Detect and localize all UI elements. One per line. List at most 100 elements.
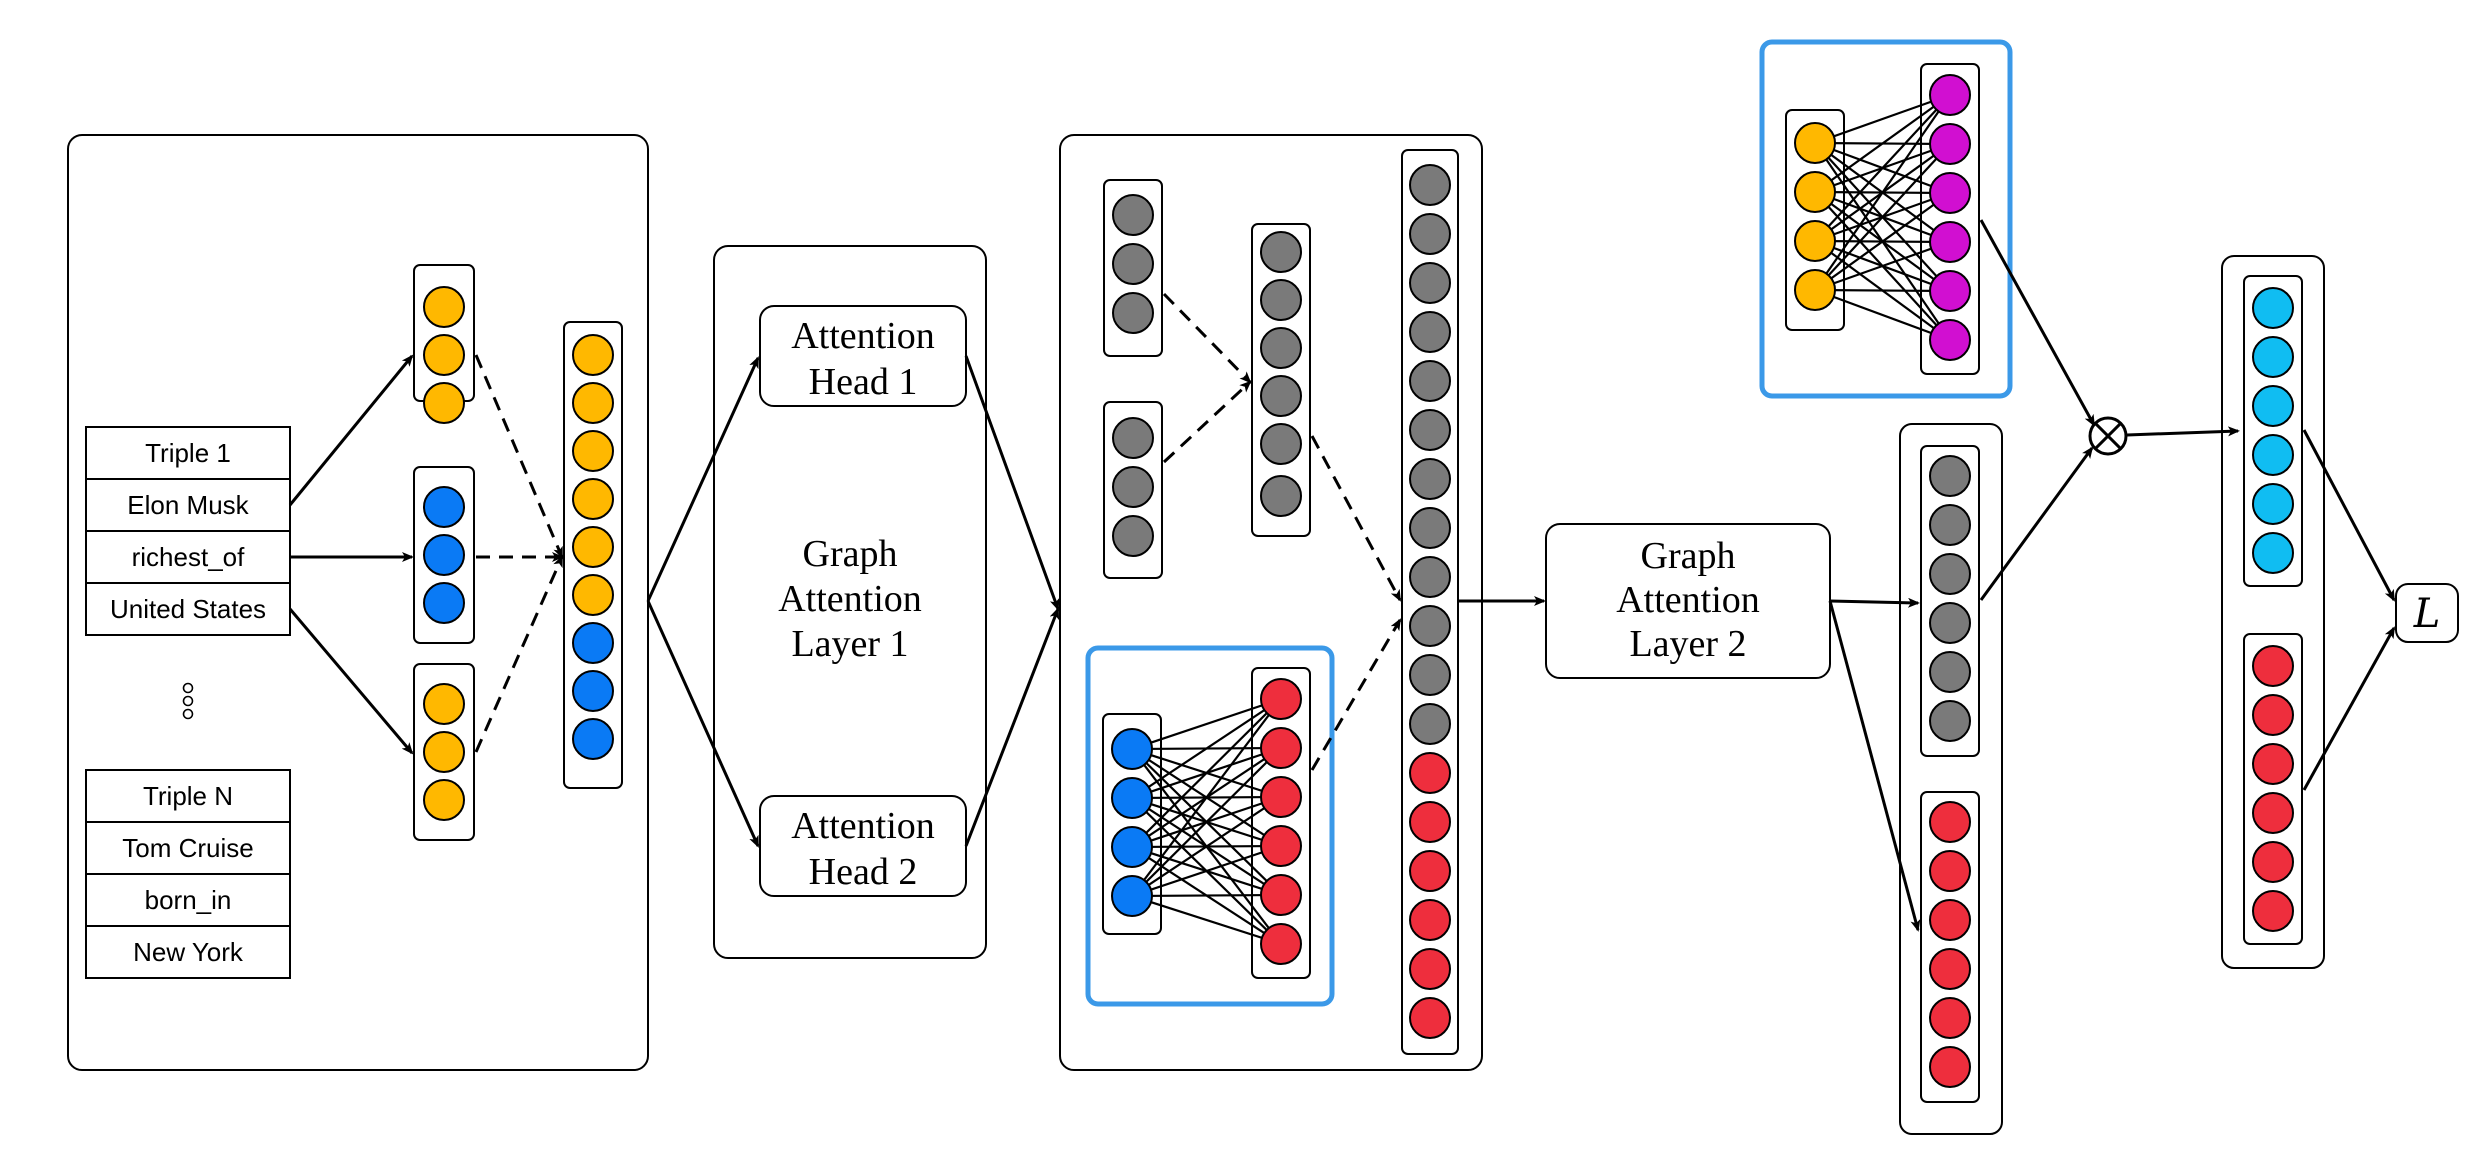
red-node [1929, 850, 1971, 892]
attention-head-1-line2: Head 1 [809, 361, 918, 403]
orange-node [1794, 171, 1836, 213]
orange-node [423, 779, 465, 821]
red-node [1409, 899, 1451, 941]
gray-column-merged [1251, 223, 1311, 537]
orange-node [572, 430, 614, 472]
red-score-column [2243, 633, 2303, 945]
cyan-node [2252, 385, 2294, 427]
gat-layer-1-title-line2: Attention [778, 578, 922, 620]
red-node [2252, 645, 2294, 687]
magenta-node [1929, 172, 1971, 214]
gray-node [1260, 375, 1302, 417]
product-to-final-arrow [2126, 426, 2240, 437]
orange-node [423, 334, 465, 376]
triple-1-head: Elon Musk [127, 490, 249, 520]
gray-node [1112, 466, 1154, 508]
loss-box [2395, 583, 2459, 643]
red-node [1260, 874, 1302, 916]
gray-node [1409, 605, 1451, 647]
magenta-node [1929, 74, 1971, 116]
triple-1-tail: United States [110, 594, 266, 624]
blue-node [572, 670, 614, 712]
triple-1-table: Triple 1 Elon Musk richest_of United Sta… [85, 426, 291, 636]
gray-node [1112, 243, 1154, 285]
cyan-node [2252, 336, 2294, 378]
gray-node [1409, 409, 1451, 451]
red-node [1929, 997, 1971, 1039]
heads-to-panel3-arrows [964, 355, 1060, 847]
to-product-arrows [1979, 219, 2096, 601]
red-node [1409, 801, 1451, 843]
gat-layer-2-title-line2: Attention [1616, 579, 1760, 621]
orange-input-column [1785, 109, 1845, 331]
red-output-column [1251, 667, 1311, 979]
blue-node [1111, 728, 1153, 770]
head-embedding-column [413, 264, 475, 424]
gat2-output-arrows [1828, 597, 1921, 932]
cyan-node [2252, 483, 2294, 525]
cyan-node [2252, 434, 2294, 476]
panel1-to-heads-arrows [646, 356, 760, 848]
attention-head-2-line1: Attention [791, 805, 935, 847]
relation-output-column [1920, 791, 1980, 1103]
magenta-node [1929, 221, 1971, 263]
gray-node [1112, 292, 1154, 334]
tensor-product-icon [2088, 416, 2128, 456]
gray-node [1929, 504, 1971, 546]
orange-node [423, 286, 465, 328]
concatenated-embedding-column [563, 321, 623, 789]
triple-n-relation: born_in [145, 885, 232, 915]
red-node [1929, 948, 1971, 990]
orange-node [572, 574, 614, 616]
blue-node [423, 486, 465, 528]
red-node [2252, 694, 2294, 736]
orange-node [423, 731, 465, 773]
triple-n-table: Triple N Tom Cruise born_in New York [85, 769, 291, 979]
blue-node [1111, 826, 1153, 868]
layer-2-output-panel [1899, 423, 2003, 1135]
blue-node [1111, 777, 1153, 819]
gat-layer-1-title-line3: Layer 1 [791, 623, 908, 665]
gray-column-a [1103, 179, 1163, 357]
gray-node [1260, 475, 1302, 517]
gat-layer-1-panel [713, 245, 987, 959]
gray-node [1409, 213, 1451, 255]
embedding-concat-dashed-arrows [474, 354, 564, 753]
gray-node [1409, 311, 1451, 353]
gray-node [1929, 602, 1971, 644]
orange-node [572, 526, 614, 568]
orange-node [572, 334, 614, 376]
red-node [1260, 923, 1302, 965]
red-node [2252, 743, 2294, 785]
gray-node [1112, 417, 1154, 459]
red-node [2252, 890, 2294, 932]
blue-red-connections [1131, 697, 1282, 946]
red-node [1929, 1046, 1971, 1088]
orange-node [572, 382, 614, 424]
orange-node [1794, 220, 1836, 262]
triple-n-head: Tom Cruise [122, 833, 253, 863]
gray-node [1260, 423, 1302, 465]
gray-node [1260, 231, 1302, 273]
orange-node [423, 382, 465, 424]
blue-node [1111, 875, 1153, 917]
orange-node [423, 683, 465, 725]
entity-projection-highlight [1759, 39, 2013, 399]
gray-node [1260, 327, 1302, 369]
attention-head-2-line2: Head 2 [809, 851, 918, 893]
blue-node [423, 534, 465, 576]
gat-layer-2-title-line3: Layer 2 [1629, 623, 1746, 665]
attention-head-1-line1: Attention [791, 315, 935, 357]
gray-node [1409, 654, 1451, 696]
entity-output-column [1920, 445, 1980, 757]
gray-column-b [1103, 401, 1163, 579]
red-node [1260, 727, 1302, 769]
cyan-node [2252, 532, 2294, 574]
gray-node [1409, 458, 1451, 500]
gray-node [1260, 279, 1302, 321]
triple-1-header: Triple 1 [145, 438, 231, 468]
gray-node [1409, 262, 1451, 304]
red-node [1929, 899, 1971, 941]
gray-node [1409, 556, 1451, 598]
red-node [1409, 948, 1451, 990]
